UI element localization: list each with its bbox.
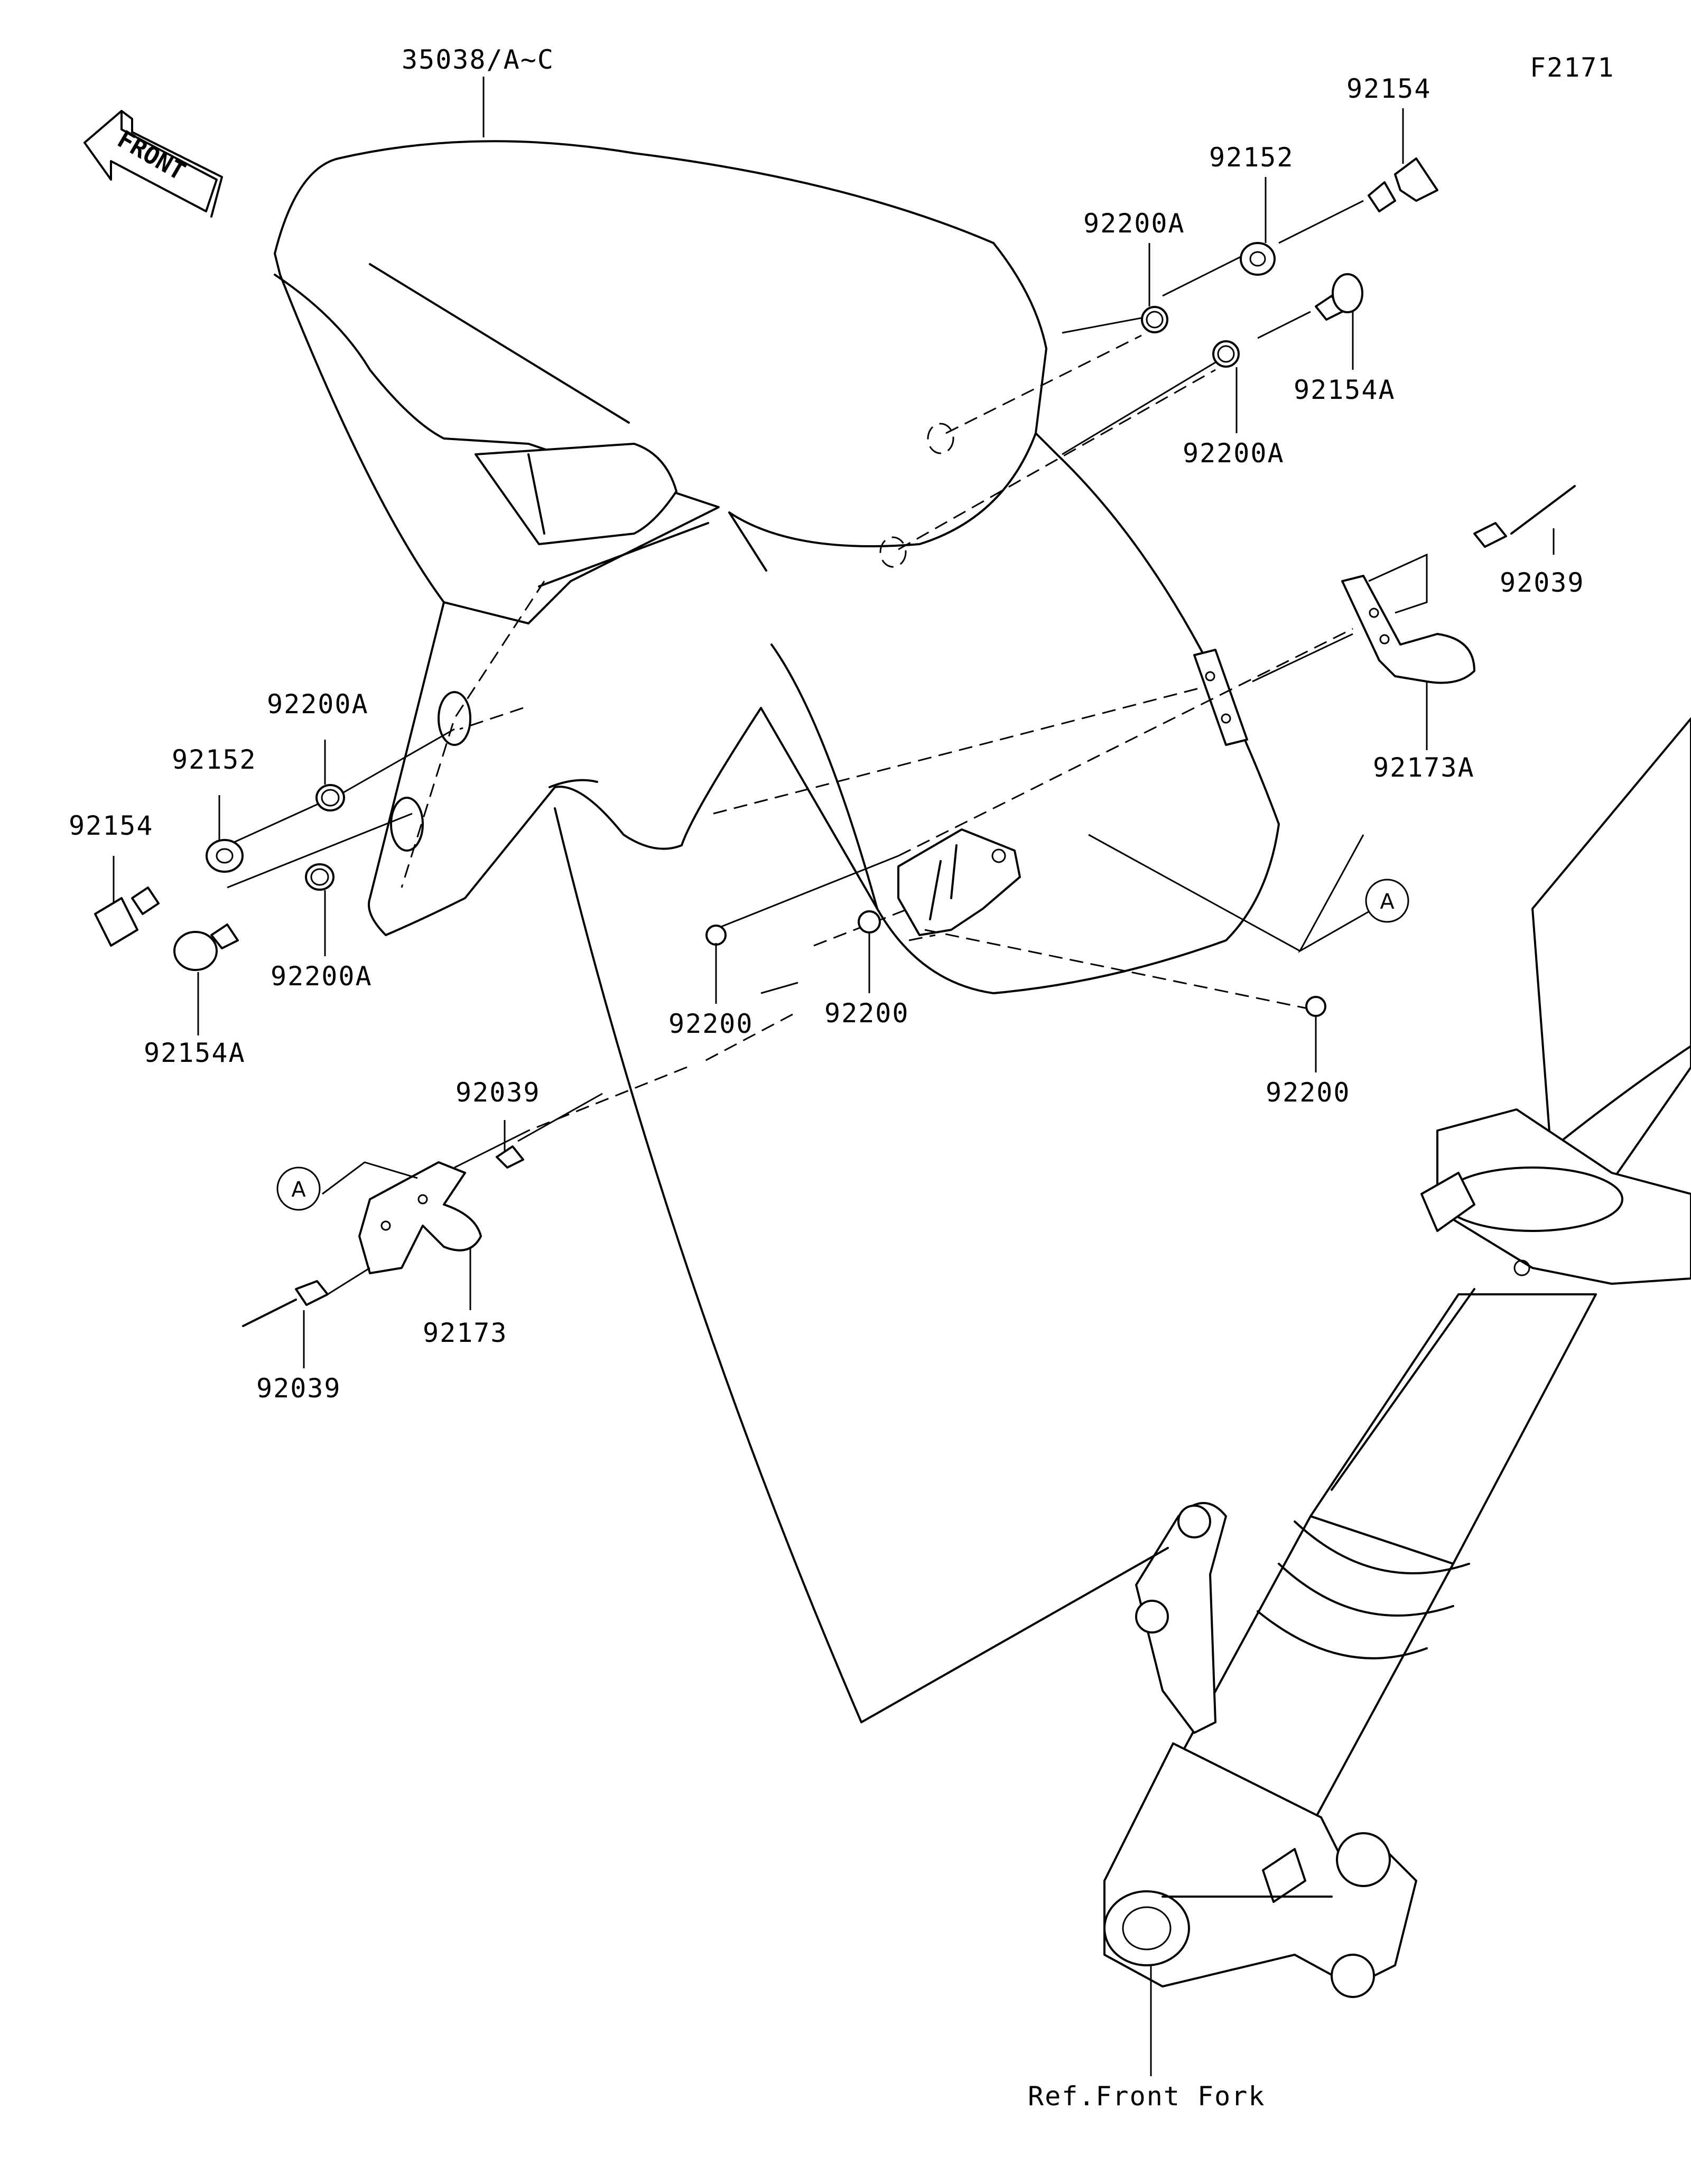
label-92154a-top[interactable]: 92154A [1294,375,1396,405]
label-92154-top[interactable]: 92154 [1346,73,1432,104]
label-92200a-left-1[interactable]: 92200A [267,689,369,720]
hardware-top-right [1141,157,1576,750]
label-35038[interactable]: 35038/A~C [402,44,554,75]
front-direction-arrow: FRONT [83,110,223,218]
callout-a-left: A [276,1166,321,1211]
label-92200-3[interactable]: 92200 [1266,1077,1351,1108]
label-92152-left[interactable]: 92152 [172,744,257,775]
hardware-left [94,784,1326,1327]
label-92173a[interactable]: 92173A [1373,752,1475,783]
label-92200a-top-1[interactable]: 92200A [1083,208,1185,239]
front-fork-drawing [1103,717,1691,2076]
leader-lines [113,77,1555,1368]
label-92200-1[interactable]: 92200 [668,1009,754,1039]
ref-front-fork-label[interactable]: Ref.Front Fork [1028,2081,1265,2112]
figure-code: F2171 [1530,52,1615,83]
front-fender-drawing [274,140,1280,1723]
label-92039-bottom[interactable]: 92039 [256,1373,341,1404]
label-92173[interactable]: 92173 [423,1318,508,1348]
svg-text:A: A [1380,890,1395,914]
label-92154a-left[interactable]: 92154A [144,1038,246,1068]
label-92039-top[interactable]: 92039 [1500,567,1585,598]
label-92200a-left-2[interactable]: 92200A [271,961,373,992]
callout-a-right: A [1365,879,1409,923]
label-92154-left[interactable]: 92154 [69,810,154,841]
part-labels: F2171 35038/A~C 92154 92152 92200A 92154… [69,44,1615,2112]
label-92200a-top-2[interactable]: 92200A [1183,438,1285,469]
label-92152-top[interactable]: 92152 [1209,142,1294,173]
label-92200-2[interactable]: 92200 [824,998,909,1029]
label-92039-mid[interactable]: 92039 [456,1077,541,1108]
svg-text:A: A [291,1178,306,1202]
